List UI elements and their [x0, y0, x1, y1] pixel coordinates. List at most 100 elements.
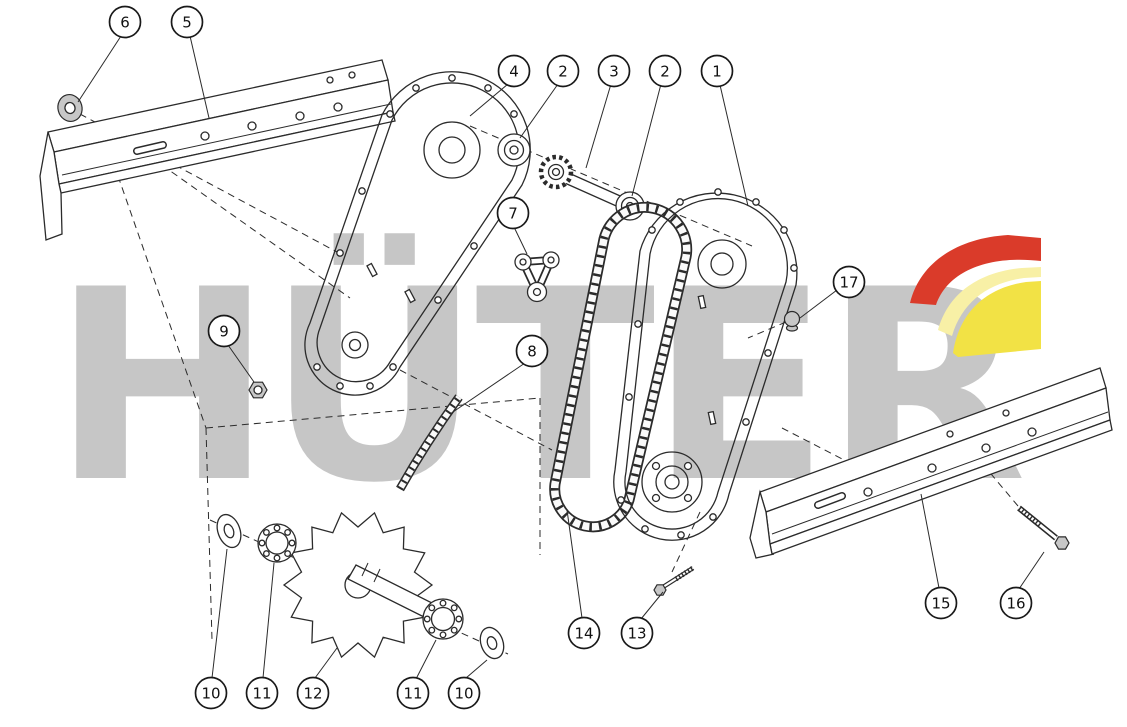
callout-number: 10 — [201, 685, 220, 703]
callout-circle — [567, 616, 601, 650]
part-tensioner-link — [514, 251, 560, 303]
callout-balloon: 2 — [546, 54, 580, 88]
leader-line — [227, 344, 255, 383]
callout-circle — [245, 676, 279, 710]
callout-balloon: 7 — [496, 196, 530, 230]
leader-line — [519, 83, 559, 139]
leader-line — [314, 647, 338, 679]
callout-circle — [999, 586, 1033, 620]
callout-balloon: 11 — [396, 676, 430, 710]
callout-number: 3 — [609, 63, 619, 81]
callout-number: 13 — [627, 625, 646, 643]
assembly-axis-dashed — [117, 175, 207, 429]
callout-circle — [648, 54, 682, 88]
callout-balloon: 15 — [924, 586, 958, 620]
callout-number: 16 — [1006, 595, 1025, 613]
callout-number: 4 — [509, 63, 519, 81]
callout-number: 11 — [403, 685, 422, 703]
part-sprocket-small — [538, 154, 574, 190]
callout-balloon: 2 — [648, 54, 682, 88]
assembly-axis-dashed — [205, 397, 541, 429]
part-lower-shaft-assembly — [216, 511, 505, 660]
callout-circle — [296, 676, 330, 710]
callout-number: 17 — [839, 274, 858, 292]
callout-number: 1 — [712, 63, 722, 81]
callout-balloon: 1 — [700, 54, 734, 88]
leader-line — [1018, 551, 1045, 590]
leader-line — [920, 493, 940, 589]
leader-line — [566, 509, 583, 619]
leader-line — [631, 83, 662, 197]
callout-balloon: 13 — [620, 616, 654, 650]
callout-circle — [207, 314, 241, 348]
part-bearing-right — [422, 598, 464, 640]
callout-circle — [546, 54, 580, 88]
part-chain-segment — [396, 394, 463, 492]
leader-line — [585, 83, 612, 169]
callout-number: 12 — [303, 685, 322, 703]
callout-balloon: 9 — [207, 314, 241, 348]
leader-line — [449, 362, 526, 415]
callout-balloon: 10 — [194, 676, 228, 710]
leader-line — [469, 83, 509, 117]
part-drive-chain — [549, 201, 693, 533]
callout-circle — [700, 54, 734, 88]
leader-line — [189, 35, 210, 119]
callout-number: 8 — [527, 343, 537, 361]
part-washer-left — [216, 513, 242, 549]
callout-balloon: 5 — [170, 5, 204, 39]
assembly-axis-dashed — [151, 157, 351, 299]
callout-balloon: 8 — [515, 334, 549, 368]
callout-number: 2 — [660, 63, 670, 81]
callout-balloon: 3 — [597, 54, 631, 88]
callout-number: 5 — [182, 14, 192, 32]
callout-number: 7 — [508, 205, 518, 223]
part-chaincase-cover-left — [304, 71, 531, 396]
leader-line — [513, 226, 528, 255]
callout-circle — [170, 5, 204, 39]
callout-circle — [396, 676, 430, 710]
callout-number: 14 — [574, 625, 593, 643]
leader-line — [262, 562, 275, 679]
bolt-holes — [313, 74, 528, 390]
part-washer-right — [479, 626, 505, 660]
part-bolt-large — [1017, 505, 1070, 550]
callout-balloon: 10 — [447, 676, 481, 710]
logo-yellow-swoosh — [953, 281, 1041, 357]
callout-number: 6 — [120, 14, 130, 32]
callout-circle — [497, 54, 531, 88]
callout-number: 9 — [219, 323, 229, 341]
part-chaincase-right — [613, 188, 798, 541]
part-mounting-rail-right — [749, 367, 1113, 559]
callout-circle — [108, 5, 142, 39]
callout-circle — [620, 616, 654, 650]
leader-line — [719, 84, 749, 207]
bolt-holes — [617, 188, 798, 539]
logo-red-swoosh — [910, 235, 1041, 305]
callout-number: 10 — [454, 685, 473, 703]
part-mounting-rail-left — [39, 59, 396, 241]
callout-leader-lines — [77, 35, 1045, 680]
leader-line — [211, 548, 228, 679]
callout-number: 11 — [252, 685, 271, 703]
callout-circle — [924, 586, 958, 620]
part-nut — [248, 381, 268, 399]
part-washer-small — [57, 93, 83, 123]
callout-number: 15 — [931, 595, 950, 613]
part-bearing-upper-left — [497, 133, 531, 167]
leader-line — [465, 659, 488, 679]
callout-balloon: 14 — [567, 616, 601, 650]
callout-circle — [832, 265, 866, 299]
assembly-axis-dashed — [747, 321, 787, 339]
part-bearing-left — [257, 523, 297, 563]
leader-line — [640, 591, 664, 620]
callout-balloon: 6 — [108, 5, 142, 39]
callout-balloon: 17 — [832, 265, 866, 299]
leader-line — [799, 289, 838, 319]
assembly-axis-dashed — [399, 369, 553, 451]
callout-number: 2 — [558, 63, 568, 81]
assembly-axis-dashed — [781, 427, 849, 463]
callout-balloons: 6 5 4 2 3 2 1 7 — [108, 5, 1033, 710]
